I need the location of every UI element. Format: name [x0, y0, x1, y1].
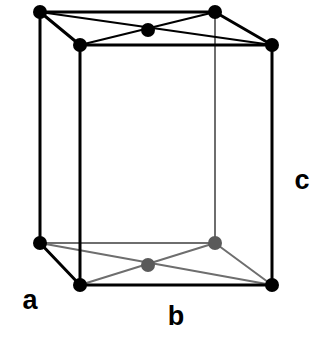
atoms: [33, 5, 279, 292]
hidden-edges: [40, 12, 272, 285]
axis-label: a: [22, 287, 37, 314]
axis-label: c: [294, 167, 309, 194]
cell-edges: [40, 12, 272, 285]
axis-label: b: [168, 303, 185, 330]
